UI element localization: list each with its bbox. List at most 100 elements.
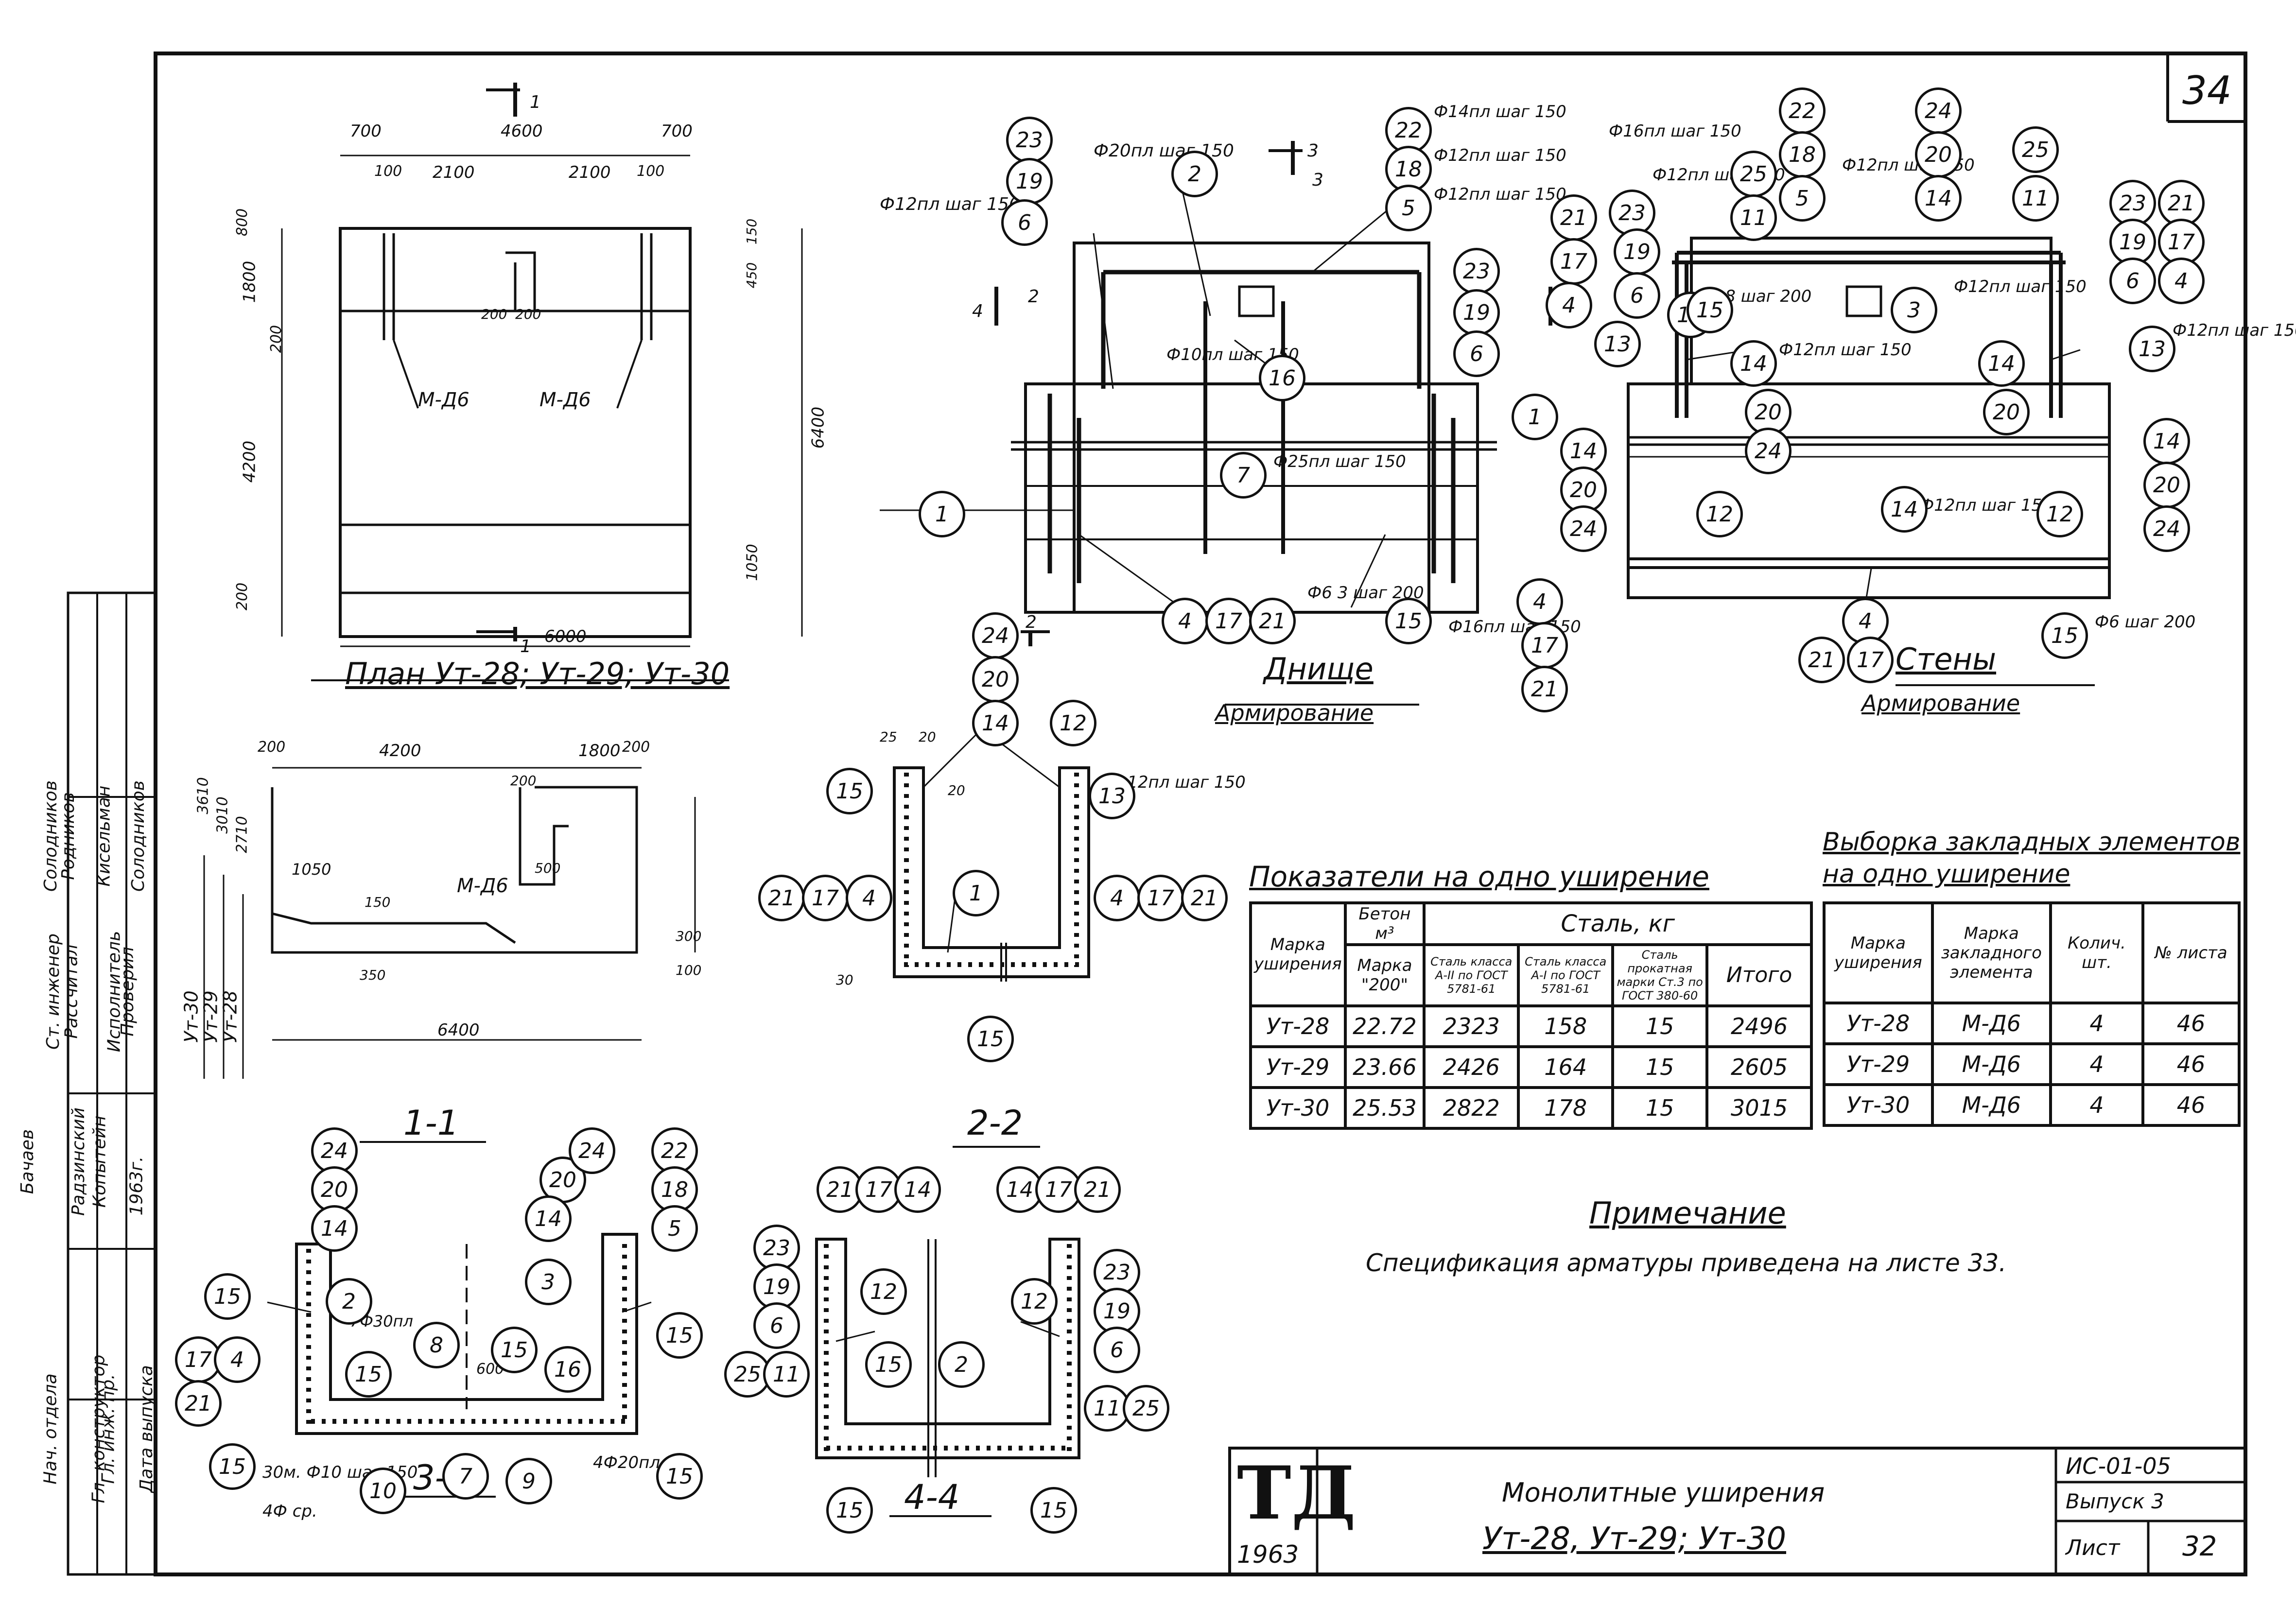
callout-circle: 19 bbox=[1614, 228, 1660, 275]
rebar-label: Ф12пл шаг 150 bbox=[1779, 340, 1912, 360]
table-cell: 2323 bbox=[1423, 1004, 1520, 1048]
section-2-2-label: 2-2 bbox=[967, 1103, 1023, 1143]
elev-dim: 1800 bbox=[578, 741, 621, 760]
indicators-table: Марка уширения Бетон м³ Сталь, кг Марка … bbox=[1249, 901, 1813, 1130]
indicators-table-title: Показатели на одно уширение bbox=[1249, 860, 1709, 893]
elev-dim: 200 bbox=[510, 773, 537, 789]
callout-circle: 15 bbox=[656, 1312, 703, 1359]
callout-circle: 15 bbox=[1030, 1487, 1077, 1534]
callout-circle: 19 bbox=[2109, 219, 2156, 265]
table-cell: 4 bbox=[2049, 1042, 2145, 1086]
table-cell: 25.53 bbox=[1343, 1086, 1426, 1130]
plan-dim: 200 bbox=[268, 325, 285, 353]
callout-circle: 21 bbox=[1181, 875, 1228, 921]
callout-circle: 6 bbox=[1094, 1327, 1140, 1373]
callout-circle: 24 bbox=[972, 612, 1019, 659]
callout-circle: 16 bbox=[544, 1346, 591, 1393]
table-cell: 15 bbox=[1611, 1086, 1709, 1130]
elev-dim: 2710 bbox=[233, 816, 251, 853]
walls-title: Стены bbox=[1896, 641, 1997, 677]
elev-dim: 4200 bbox=[379, 741, 421, 760]
side-name: Солодников bbox=[128, 780, 149, 892]
table-cell: М-Д6 bbox=[1931, 1042, 2052, 1086]
callout-circle: 20 bbox=[2143, 462, 2190, 508]
side-name: Родников bbox=[58, 792, 78, 880]
callout-circle: 8 bbox=[413, 1322, 460, 1368]
callout-circle: 5 bbox=[1779, 175, 1826, 222]
callout-circle: 12 bbox=[860, 1268, 907, 1315]
callout-circle: 17 bbox=[1521, 622, 1568, 669]
bottom-reinforcement-drawing bbox=[880, 141, 1552, 706]
callout-circle: 15 bbox=[209, 1443, 256, 1490]
header-cell: Сталь класса А-I по ГОСТ 5781-61 bbox=[1517, 943, 1615, 1007]
callout-circle: 13 bbox=[1594, 321, 1641, 367]
section-2-2-drawing bbox=[893, 766, 1090, 1148]
section-marker: 2 bbox=[1026, 612, 1037, 632]
callout-circle: 24 bbox=[1915, 87, 1962, 134]
callout-circle: 15 bbox=[491, 1327, 538, 1373]
callout-circle: 21 bbox=[1249, 598, 1296, 644]
section-marker: 1 bbox=[530, 92, 541, 112]
callout-circle: 24 bbox=[1560, 505, 1607, 552]
sheet-label: Лист bbox=[2066, 1536, 2120, 1560]
callout-circle: 21 bbox=[758, 875, 805, 921]
rebar-label: Ф12пл шаг 150 bbox=[1113, 773, 1246, 792]
callout-circle: 11 bbox=[763, 1351, 810, 1398]
rebar-label: Ф20пл шаг 150 bbox=[1094, 141, 1234, 161]
side-stamp-block bbox=[67, 591, 157, 1576]
elev-level: Ут-29 bbox=[200, 990, 222, 1043]
table-cell: 23.66 bbox=[1343, 1045, 1426, 1089]
callout-circle: 6 bbox=[753, 1302, 800, 1349]
plan-dim: 800 bbox=[234, 208, 251, 237]
table-cell: 3015 bbox=[1705, 1086, 1813, 1130]
table-cell: 158 bbox=[1517, 1004, 1615, 1048]
callout-circle: 12 bbox=[1050, 700, 1096, 746]
plan-dim: 100 bbox=[374, 163, 402, 180]
callout-circle: 20 bbox=[311, 1166, 358, 1213]
callout-circle: 15 bbox=[656, 1453, 703, 1500]
elev-dim: 6400 bbox=[437, 1020, 480, 1040]
table-row: Ут-28 22.72 2323 158 15 2496 bbox=[1249, 1004, 1813, 1048]
callout-circle: 6 bbox=[1614, 272, 1660, 319]
section-note: 25 bbox=[880, 729, 897, 745]
callout-circle: 21 bbox=[1521, 666, 1568, 712]
callout-circle: 4 bbox=[1162, 598, 1208, 644]
plan-dim: 6000 bbox=[544, 627, 587, 646]
plan-dim: 4600 bbox=[501, 121, 543, 141]
callout-circle: 9 bbox=[505, 1458, 552, 1504]
callout-circle: 4 bbox=[1516, 578, 1563, 625]
table-cell: 46 bbox=[2141, 1042, 2241, 1086]
callout-circle: 15 bbox=[1385, 598, 1432, 644]
callout-circle: 25 bbox=[1730, 151, 1777, 197]
callout-circle: 24 bbox=[1745, 428, 1792, 474]
table-cell: Ут-28 bbox=[1823, 1002, 1934, 1045]
title-block bbox=[1228, 1447, 2247, 1576]
callout-circle: 17 bbox=[2158, 219, 2205, 265]
callout-circle: 21 bbox=[1798, 637, 1845, 683]
table-cell: 164 bbox=[1517, 1045, 1615, 1089]
callout-circle: 21 bbox=[175, 1380, 222, 1427]
callout-circle: 22 bbox=[1385, 107, 1432, 154]
table-cell: Ут-29 bbox=[1823, 1042, 1934, 1086]
rebar-label: Ф16пл шаг 150 bbox=[1609, 121, 1741, 141]
header-cell: Марка уширения bbox=[1823, 901, 1934, 1004]
callout-circle: 24 bbox=[311, 1127, 358, 1174]
elev-dim: 1050 bbox=[292, 860, 331, 879]
drawing-title-line2: Ут-28, Ут-29; Ут-30 bbox=[1482, 1521, 1787, 1557]
callout-circle: 1 bbox=[919, 491, 965, 537]
section-marker: 2 bbox=[1028, 287, 1039, 307]
callout-circle: 23 bbox=[1453, 248, 1500, 294]
plan-dim: 2100 bbox=[569, 163, 611, 182]
table-cell: 2496 bbox=[1705, 1004, 1813, 1048]
elev-level: Ут-30 bbox=[180, 990, 202, 1043]
section-marker: 4 bbox=[972, 301, 983, 321]
stamp-year: 1963 bbox=[1237, 1540, 1299, 1569]
plan-dim: 200 bbox=[515, 306, 541, 322]
callout-circle: 2 bbox=[1171, 151, 1218, 197]
callout-circle: 15 bbox=[865, 1341, 912, 1388]
table-cell: М-Д6 bbox=[1931, 1083, 2052, 1127]
doc-code: ИС-01-05 bbox=[2066, 1453, 2171, 1479]
table-row: Ут-28 М-Д6 4 46 bbox=[1823, 1002, 2241, 1045]
side-role: Дата выпуска bbox=[136, 1365, 157, 1493]
callout-circle: 5 bbox=[651, 1205, 698, 1252]
